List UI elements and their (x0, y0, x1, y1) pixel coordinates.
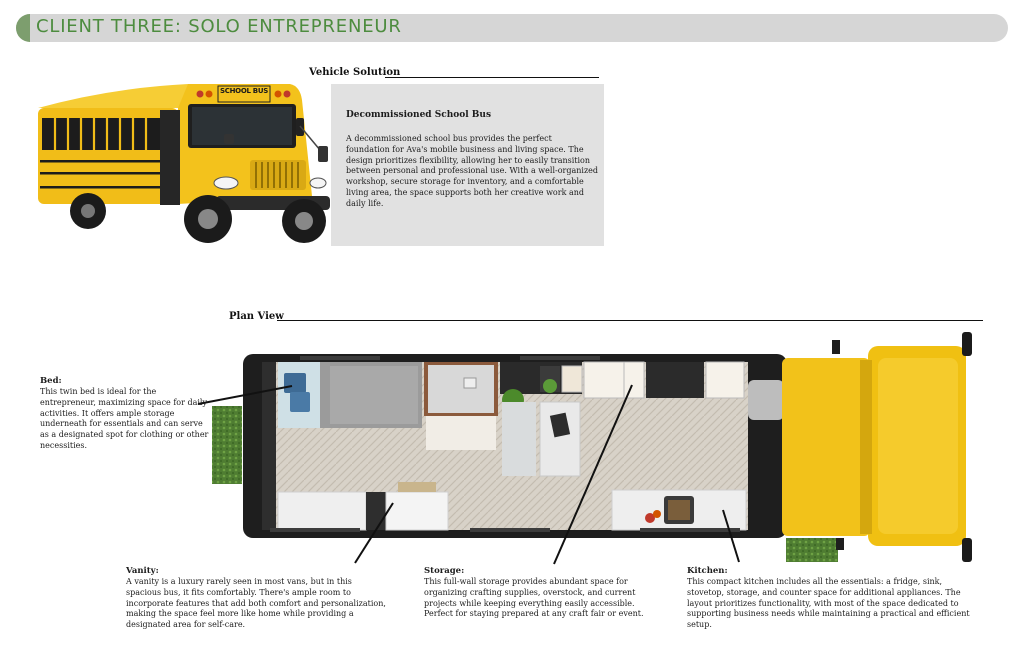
bus-sign-text: SCHOOL BUS (220, 87, 268, 95)
vehicle-description: A decommissioned school bus provides the… (346, 134, 599, 208)
storage-note-text: This full-wall storage provides abundant… (424, 577, 644, 619)
school-bus-image (38, 84, 330, 243)
vehicle-title: Decommissioned School Bus (346, 110, 492, 120)
bed-note-text: This twin bed is ideal for the entrepren… (40, 387, 209, 450)
vehicle-solution-rule (385, 77, 599, 78)
kitchen-note-text: This compact kitchen includes all the es… (687, 577, 970, 630)
plan-view-rule (277, 320, 983, 321)
driver-seat (748, 380, 784, 420)
bed-note-title: Bed: (40, 376, 62, 386)
vanity-counter (277, 491, 367, 531)
vanity-note-text: A vanity is a luxury rarely seen in most… (126, 577, 386, 630)
bus-cab (782, 358, 870, 536)
kitchen-note-title: Kitchen: (687, 566, 728, 576)
storage-note-title: Storage: (424, 566, 465, 576)
vanity-note-title: Vanity: (126, 566, 159, 576)
banner-accent (16, 14, 30, 42)
plan-view-label: Plan View (229, 311, 284, 322)
section-banner (16, 14, 1008, 42)
grass-patch-front (786, 538, 838, 562)
page-title: CLIENT THREE: SOLO ENTREPRENEUR (36, 16, 402, 37)
vehicle-solution-label: Vehicle Solution (309, 67, 401, 78)
leader-lines (197, 384, 740, 565)
floor-plan (212, 332, 972, 562)
grass-patch-rear (212, 406, 242, 484)
vehicle-description-box (331, 84, 604, 246)
